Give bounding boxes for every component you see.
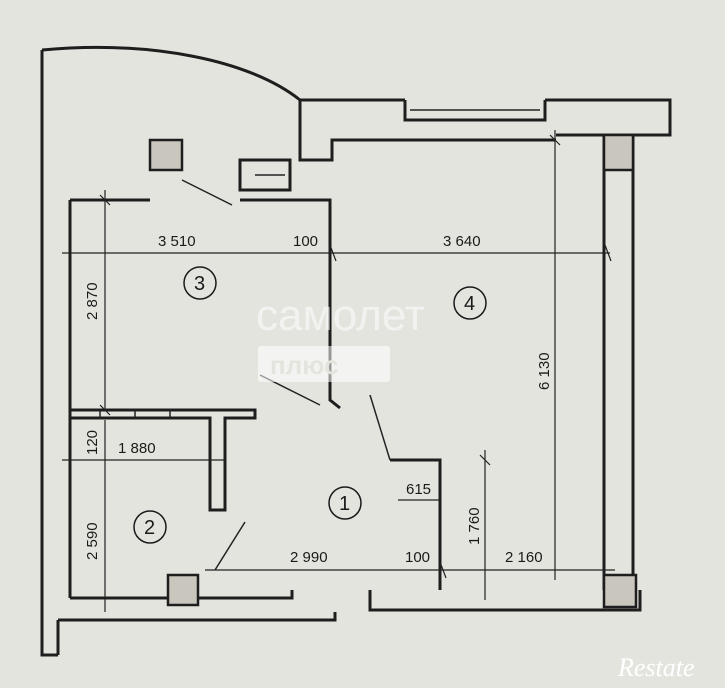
dim-100-top: 100 xyxy=(293,233,318,250)
walls xyxy=(40,45,672,657)
dim-2990: 2 990 xyxy=(290,549,328,566)
dim-2160: 2 160 xyxy=(505,549,543,566)
dim-2590: 2 590 xyxy=(84,522,101,560)
room-3-number: 3 xyxy=(194,273,205,295)
dimension-lines xyxy=(62,130,615,612)
restate-logo: Restate xyxy=(617,653,695,682)
dim-2870: 2 870 xyxy=(84,282,101,320)
dim-100-bottom: 100 xyxy=(405,549,430,566)
columns xyxy=(148,133,638,609)
dim-615: 615 xyxy=(406,481,431,498)
watermark: самолет плюс xyxy=(256,291,425,382)
dimension-labels: 3 510 100 3 640 2 870 6 130 120 1 880 61… xyxy=(84,233,553,566)
dim-3510: 3 510 xyxy=(158,233,196,250)
watermark-brand: самолет xyxy=(256,291,425,340)
dim-120: 120 xyxy=(84,430,101,455)
room-markers: 3 4 1 2 xyxy=(133,266,487,544)
dim-3640: 3 640 xyxy=(443,233,481,250)
dim-1880: 1 880 xyxy=(118,440,156,457)
room-1-number: 1 xyxy=(339,493,350,515)
room-2-number: 2 xyxy=(144,517,155,539)
watermark-sub: плюс xyxy=(270,350,339,380)
dim-1760: 1 760 xyxy=(466,507,483,545)
room-4-number: 4 xyxy=(464,293,475,315)
dim-6130: 6 130 xyxy=(536,352,553,390)
